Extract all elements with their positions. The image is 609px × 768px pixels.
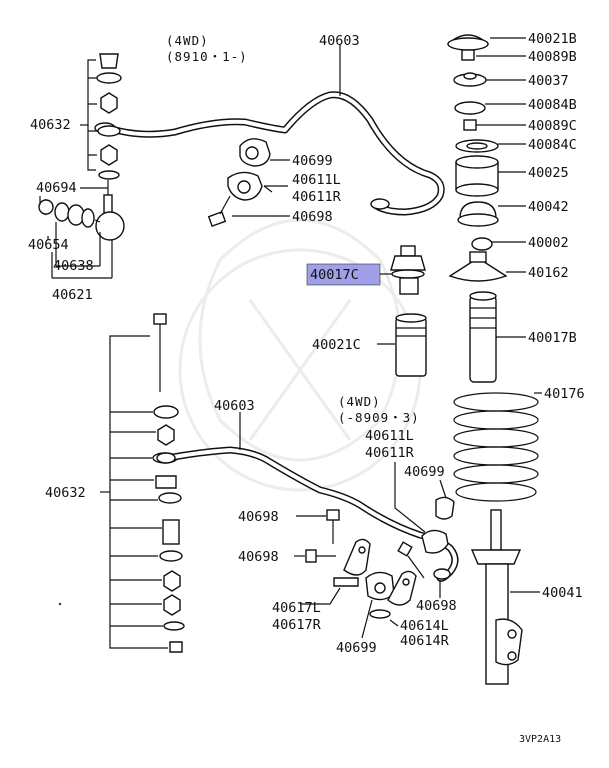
link-stack-lower: [152, 313, 185, 653]
dust-cover-40021c: [395, 313, 427, 377]
label-40603-mid: 40603: [214, 398, 255, 414]
label-40699-top: 40699: [292, 153, 333, 169]
label-40084C: 40084C: [528, 137, 577, 153]
stabilizer-link-assembly: [38, 180, 125, 241]
bracket-40614: [369, 570, 417, 619]
label-40617L: 40617L: [272, 600, 321, 616]
note-4wd-top: (4WD): [166, 33, 209, 48]
label-40698-top: 40698: [292, 209, 333, 225]
label-40017C[interactable]: 40017C: [310, 267, 359, 283]
label-40017B: 40017B: [528, 330, 577, 346]
bolt-upper: [207, 195, 231, 227]
label-40611L-top: 40611L: [292, 172, 341, 188]
label-40614R: 40614R: [400, 633, 450, 649]
label-40089B: 40089B: [528, 49, 577, 65]
bushing-lower: [365, 571, 395, 601]
label-40698-mid3: 40698: [416, 598, 457, 614]
stabilizer-bar-upper: [94, 91, 445, 216]
label-40614L: 40614L: [400, 618, 449, 634]
bracket-40617: [333, 538, 371, 587]
label-40611R-mid: 40611R: [365, 445, 415, 461]
bolt-mid-1: [326, 509, 340, 544]
label-40162: 40162: [528, 265, 569, 281]
label-40089C: 40089C: [528, 118, 577, 134]
label-40698-mid2: 40698: [238, 549, 279, 565]
label-40041: 40041: [542, 585, 583, 601]
coil-spring: [453, 392, 539, 502]
label-40699-bot: 40699: [336, 640, 377, 656]
strut-top-parts: [446, 34, 508, 383]
link-stack-upper: [96, 53, 122, 180]
label-40042: 40042: [528, 199, 569, 215]
label-40699-mid: 40699: [404, 464, 445, 480]
note-range-top: (8910・1-): [166, 49, 248, 64]
note-range-mid: (-8909・3): [338, 410, 420, 425]
bracket-upper: [227, 171, 263, 201]
diagram-code: 3VP2A13: [519, 734, 561, 745]
label-40002: 40002: [528, 235, 569, 251]
label-40037: 40037: [528, 73, 569, 89]
label-40638: 40638: [53, 258, 94, 274]
label-40632-top: 40632: [30, 117, 71, 133]
label-40021C: 40021C: [312, 337, 361, 353]
strut-assembly: [470, 509, 523, 685]
bolt-mid-3: [397, 541, 451, 580]
label-40025: 40025: [528, 165, 569, 181]
label-40084B: 40084B: [528, 97, 577, 113]
bolt-mid-2: [305, 549, 336, 563]
speck: [58, 602, 62, 606]
note-4wd-mid: (4WD): [338, 394, 381, 409]
label-40603-top: 40603: [319, 33, 360, 49]
label-40021B: 40021B: [528, 31, 577, 47]
label-40611R-top: 40611R: [292, 189, 342, 205]
label-40611L-mid: 40611L: [365, 428, 414, 444]
label-40654: 40654: [28, 237, 69, 253]
label-40698-mid1: 40698: [238, 509, 279, 525]
bushing-upper: [239, 138, 271, 167]
label-40694: 40694: [36, 180, 77, 196]
bump-stopper-40017c: [390, 245, 426, 295]
label-40632-mid: 40632: [45, 485, 86, 501]
label-40617R: 40617R: [272, 617, 322, 633]
stabilizer-bar-lower: [156, 446, 459, 582]
label-40176: 40176: [544, 386, 585, 402]
bushing-mid: [421, 496, 455, 554]
label-40621: 40621: [52, 287, 93, 303]
